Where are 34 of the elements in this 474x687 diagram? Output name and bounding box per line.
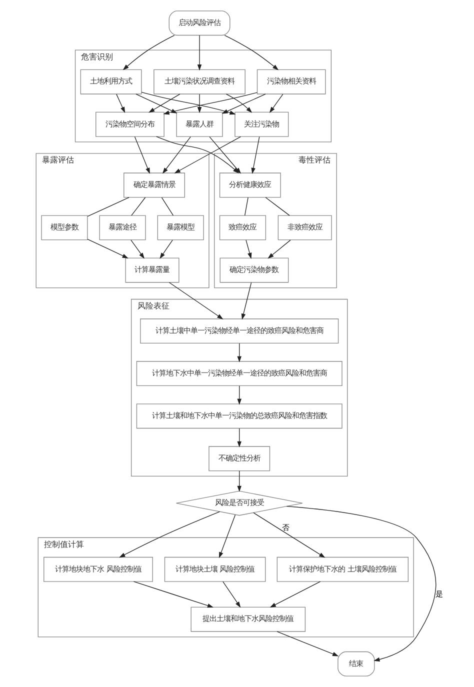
arrow <box>269 94 284 113</box>
arrow <box>276 631 339 656</box>
arrow <box>246 240 252 259</box>
arrow <box>270 581 321 608</box>
arrow <box>116 94 126 114</box>
arrow <box>226 94 252 113</box>
arrow <box>130 240 144 259</box>
arrow <box>197 35 202 71</box>
arrow <box>87 238 128 258</box>
arrow <box>224 34 279 70</box>
connector <box>87 197 130 217</box>
arrow <box>237 343 242 362</box>
arrow <box>253 512 326 558</box>
arrow <box>222 94 266 114</box>
arrow <box>119 511 220 558</box>
arrow <box>134 136 150 174</box>
arrow <box>222 581 241 608</box>
arrow <box>197 94 202 114</box>
arrow <box>237 386 242 405</box>
arrow <box>241 282 252 320</box>
connector <box>161 197 174 216</box>
arrow <box>122 34 175 70</box>
arrow <box>286 506 436 662</box>
arrow <box>160 240 173 259</box>
arrow <box>251 136 260 174</box>
connector <box>265 197 290 216</box>
arrow <box>268 240 291 259</box>
arrow <box>162 136 191 174</box>
arrow <box>237 428 242 448</box>
arrow <box>237 470 242 492</box>
arrow <box>219 514 236 558</box>
arrow <box>133 581 214 608</box>
connector <box>244 197 248 216</box>
connector <box>131 197 146 216</box>
